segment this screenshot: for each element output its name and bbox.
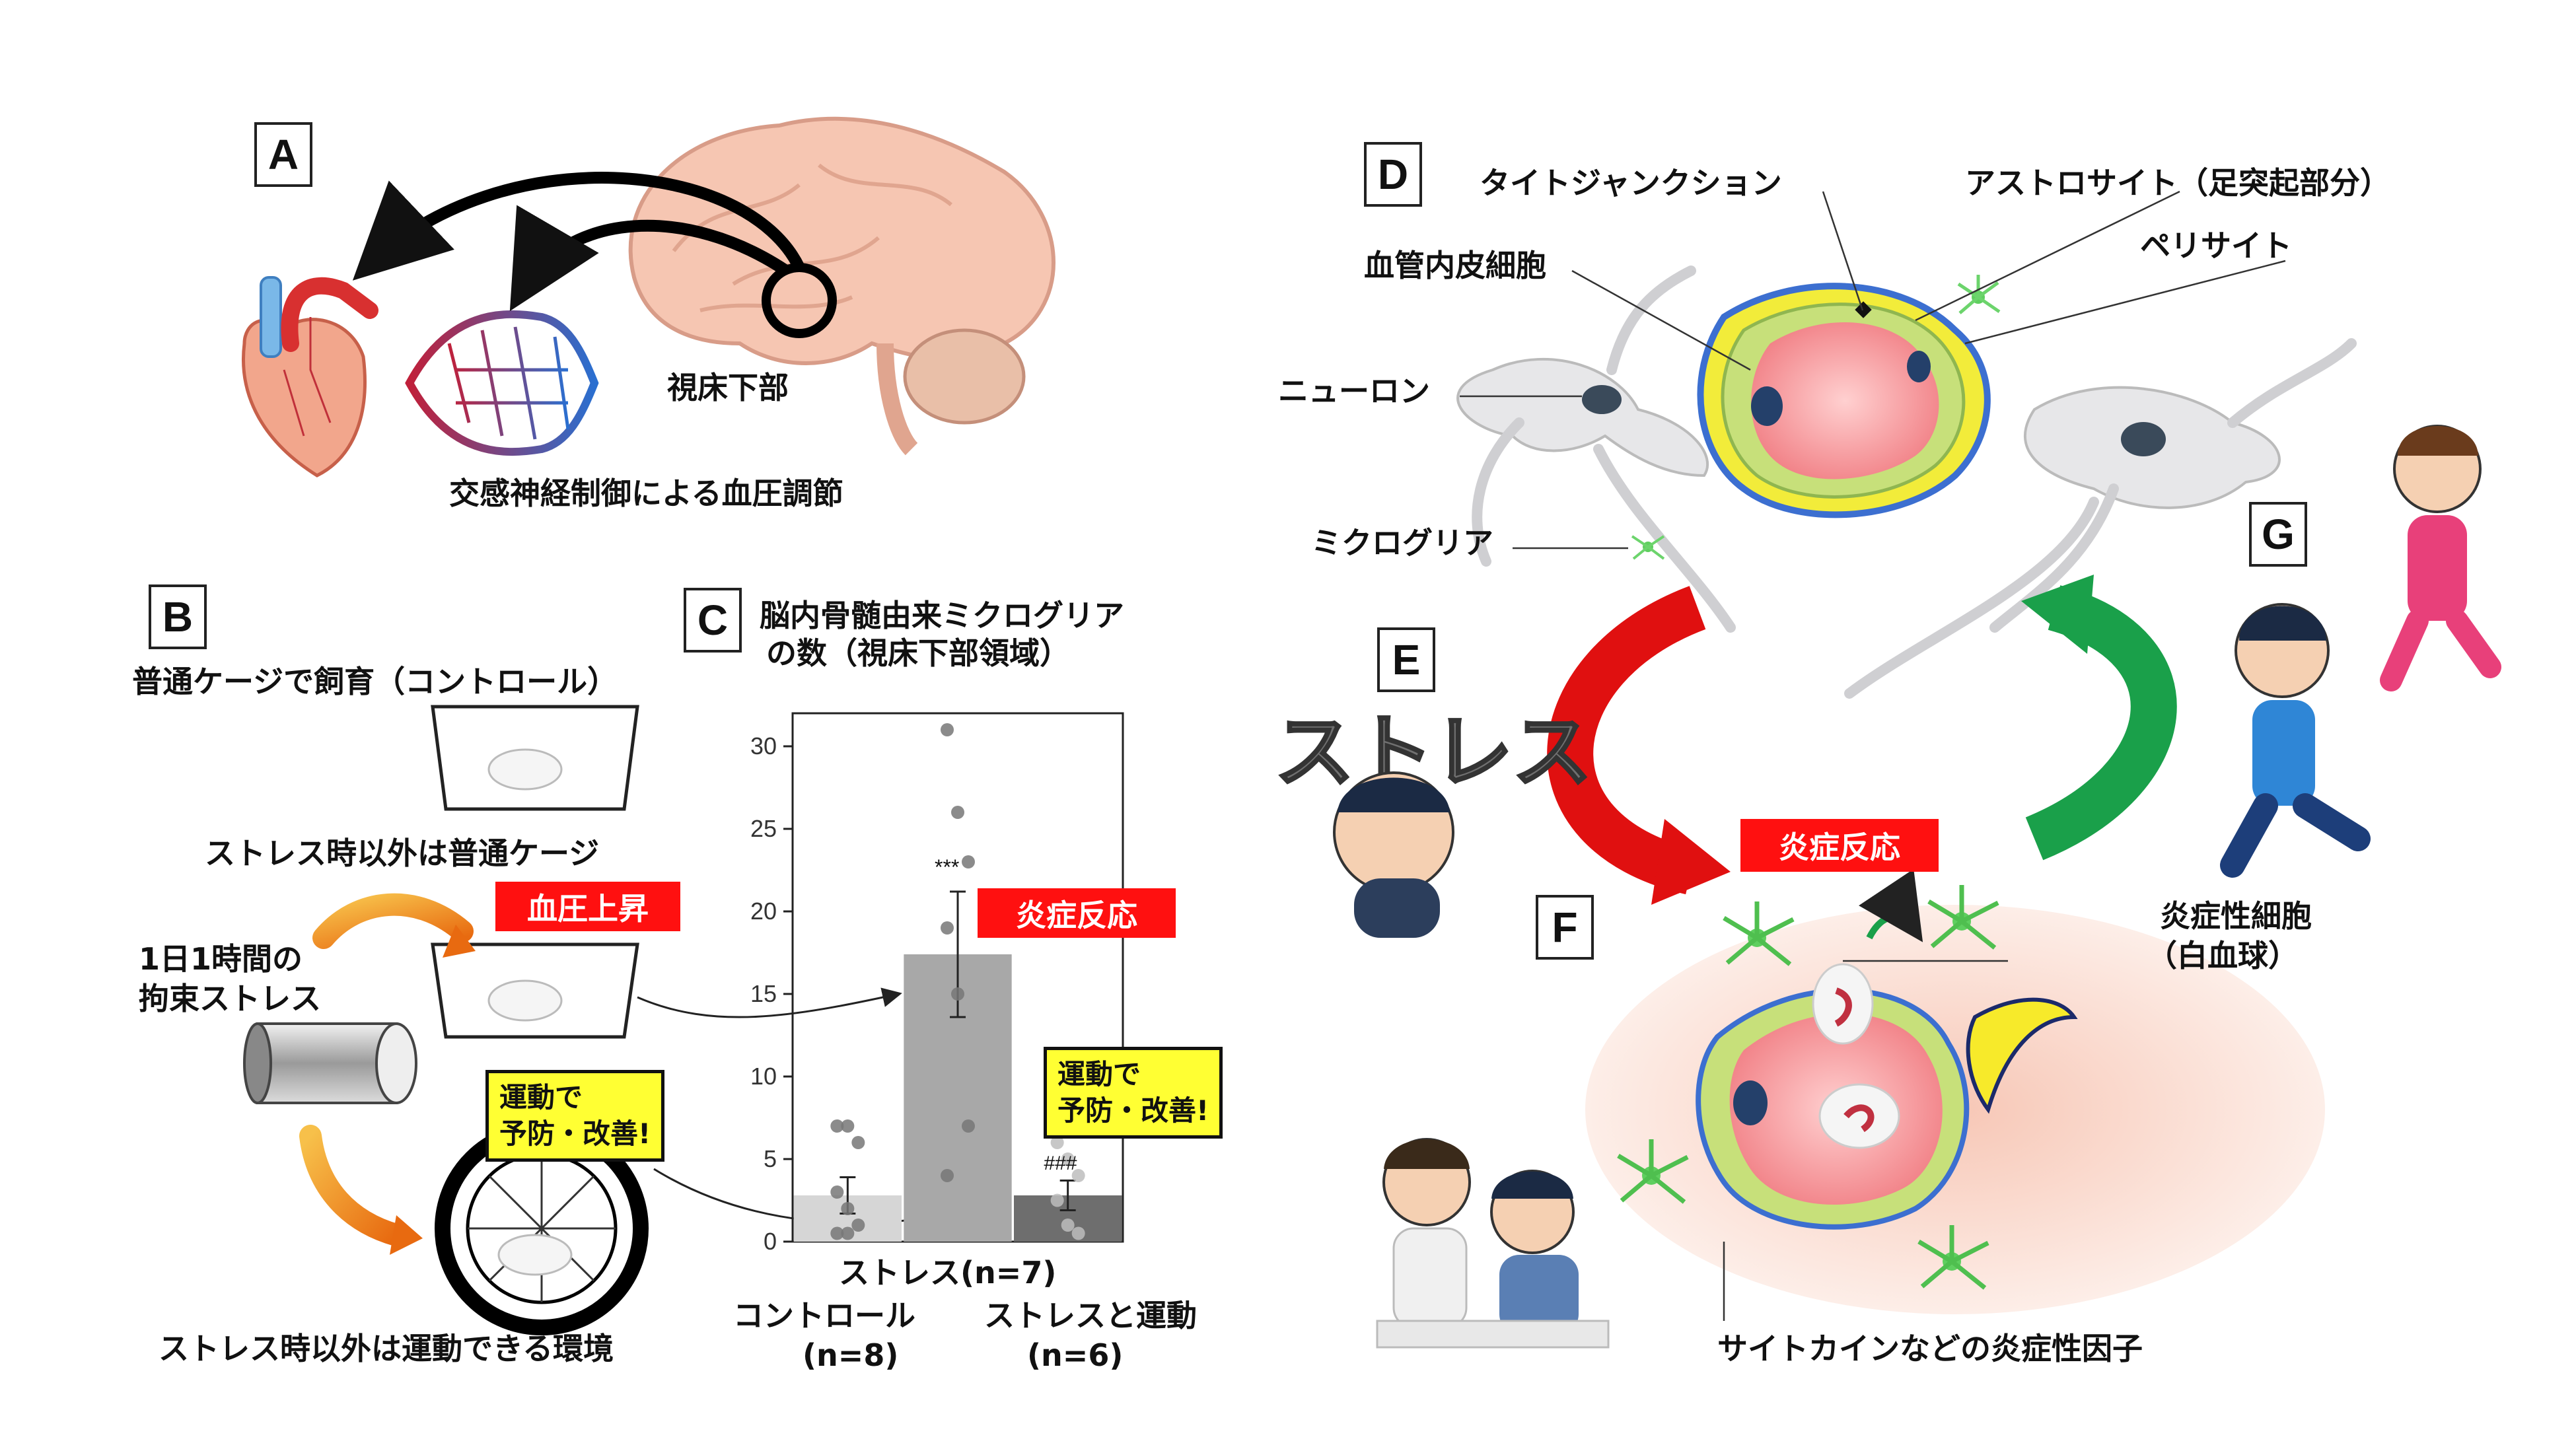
blood-pressure-measurement-illustration [1376,1138,1610,1349]
data-point [841,1226,855,1240]
cytokine-label: サイトカインなどの炎症性因子 [1717,1331,2143,1366]
orange-arrow-to-wheel [299,1125,408,1246]
panel-e-label: E [1377,627,1435,692]
stressed-person-illustration: ストレス [1273,705,1593,938]
data-point [830,1226,844,1240]
data-point [1071,1169,1085,1182]
svg-text:ストレス: ストレス [1275,707,1592,798]
exercise-caption: ストレス時以外は運動できる環境 [159,1331,614,1366]
neuron-right-illustration [1844,338,2357,699]
blood-pressure-badge: 血圧上昇 [495,882,680,931]
data-point [841,1202,855,1215]
data-point [941,1169,954,1182]
heart-illustration [242,276,378,477]
y-tick-label: 20 [750,898,777,925]
data-point [962,855,975,868]
panel-g-label: G [2249,502,2307,567]
data-point [941,723,954,736]
data-point [951,806,964,819]
data-point [951,987,964,1001]
panel-b-label: B [149,584,207,649]
panel-d-label: D [1364,142,1422,207]
panel-a-label: A [254,122,312,187]
neuron-left-illustration [1456,265,1736,633]
y-tick-label: 0 [764,1228,777,1255]
brain-illustration [628,116,1055,456]
running-wheel-icon [435,1121,649,1335]
tight-junction-label: タイトジャンクション [1480,165,1782,201]
chart-title-line2: の数（視床下部領域） [766,635,1070,671]
inflamed-vessel-illustration [1696,963,2078,1230]
restraint-caption-1: 1日1時間の [139,941,303,977]
inflammation-badge-c: 炎症反応 [978,888,1176,938]
stress-cage-icon [431,942,639,1039]
data-point [830,1185,844,1199]
data-point [851,1136,865,1149]
exercise-badge-c: 運動で 予防・改善! [1044,1047,1223,1139]
chart-title-line1: 脳内骨髄由来ミクログリア [760,598,1124,633]
control-caption: 普通ケージで飼育（コントロール） [132,664,618,699]
endothelial-label: 血管内皮細胞 [1364,248,1546,283]
significance-stress: *** [935,855,960,879]
exercise-badge-b-line2: 予防・改善! [499,1117,651,1150]
arrow-to-heart [352,172,805,281]
restraint-tube-icon [243,1022,417,1104]
data-point [1071,1226,1085,1240]
data-point [851,1219,865,1232]
group-stress-label: ストレス(n=7) [839,1255,1057,1290]
microglia-label: ミクログリア [1311,525,1493,561]
green-cycle-arrow [2025,585,2177,861]
orange-arrow-to-cage [312,893,474,949]
exercise-badge-c-line2: 予防・改善! [1057,1094,1209,1127]
red-cycle-arrow [1547,586,1706,895]
microglia-small-icon [1631,275,2001,560]
blood-vessel-cross-section [1697,283,1991,518]
group-control-label: コントロール [733,1298,915,1333]
hypothalamus-label: 視床下部 [667,370,789,406]
exercise-badge-b: 運動で 予防・改善! [485,1070,665,1162]
data-point [1061,1152,1075,1166]
panel-a-caption: 交感神経制御による血圧調節 [449,476,843,511]
inflammatory-cell-label-1: 炎症性細胞 [2160,898,2312,934]
data-point [841,1119,855,1133]
panel-f-label: F [1536,895,1594,960]
significance-exercise: ### [1044,1152,1077,1174]
y-tick-label: 25 [750,815,777,842]
restraint-caption-2: 拘束ストレス [139,981,321,1016]
activated-microglia-icons [1617,885,1999,1290]
connector-stress-to-bar [637,987,902,1018]
panel-d-leader-lines [1460,190,2286,549]
astrocyte-label: アストロサイト（足突起部分） [1965,165,2390,201]
group-exercise-n: (n=6) [1027,1337,1124,1373]
data-point [962,1119,975,1133]
panel-c-label: C [684,588,742,653]
y-tick-label: 30 [750,732,777,760]
control-cage-icon [431,705,639,811]
data-point [1061,1219,1075,1232]
data-point [830,1119,844,1133]
panel-f-leader-lines [1723,960,2008,1321]
arrow-to-vessels [509,205,789,312]
data-point [941,921,954,935]
stress-cage-caption: ストレス時以外は普通ケージ [205,835,600,871]
pericyte-label: ペリサイト [2140,228,2292,264]
y-tick-label: 10 [750,1063,777,1090]
group-exercise-label: ストレスと運動 [984,1298,1197,1333]
group-control-n: (n=8) [803,1337,899,1373]
exercise-badge-b-line1: 運動で [499,1081,583,1113]
inflammation-badge-center: 炎症反応 [1740,819,1939,872]
data-point [1050,1193,1064,1207]
capillary-network-illustration [405,310,599,456]
y-tick-label: 15 [750,980,777,1007]
y-tick-label: 5 [764,1145,777,1172]
running-people-illustration [2220,425,2501,878]
data-point [1050,1136,1064,1149]
exercise-badge-c-line1: 運動で [1057,1058,1141,1090]
inflammatory-cell-label-2: （白血球） [2147,938,2299,973]
neuron-label: ニューロン [1278,373,1430,409]
